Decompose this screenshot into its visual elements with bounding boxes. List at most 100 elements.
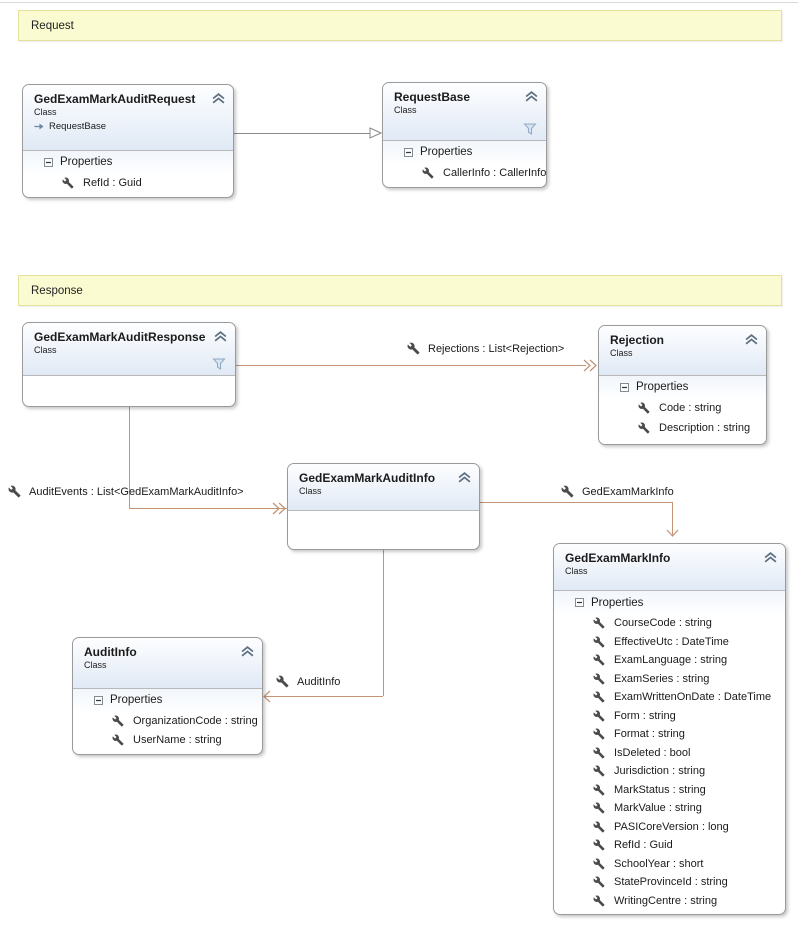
wrench-icon	[422, 167, 434, 179]
class-stereotype: Class	[394, 105, 417, 115]
property-row[interactable]: UserName : string	[73, 730, 262, 749]
class-box-rejection[interactable]: Rejection Class Properties Code : string…	[598, 325, 767, 445]
wrench-icon	[593, 802, 605, 814]
wrench-icon	[593, 821, 605, 833]
wrench-icon	[593, 784, 605, 796]
class-box-auditinfo[interactable]: AuditInfo Class Properties OrganizationC…	[72, 637, 263, 755]
association-line-auditinfo-h[interactable]	[265, 696, 383, 697]
property-row[interactable]: PASICoreVersion : long	[554, 818, 785, 837]
expander-minus-icon[interactable]	[94, 696, 103, 705]
comment-band-response[interactable]: Response	[18, 275, 782, 306]
association-label-auditevents[interactable]: AuditEvents : List<GedExamMarkAuditInfo>	[8, 485, 244, 498]
collapse-chevron-icon[interactable]	[212, 93, 225, 104]
class-stereotype: Class	[84, 660, 107, 670]
wrench-icon	[593, 654, 605, 666]
wrench-icon	[407, 342, 420, 355]
association-label-auditinfo[interactable]: AuditInfo	[276, 675, 340, 688]
property-row[interactable]: WritingCentre : string	[554, 892, 785, 911]
filter-icon[interactable]	[212, 358, 226, 370]
collapse-chevron-icon[interactable]	[241, 646, 254, 657]
collapse-chevron-icon[interactable]	[745, 334, 758, 345]
collapse-chevron-icon[interactable]	[214, 331, 227, 342]
inheritance-line[interactable]	[234, 133, 370, 134]
association-line-auditevents-h[interactable]	[129, 508, 287, 509]
property-row[interactable]: Description : string	[599, 418, 766, 438]
wrench-icon	[112, 734, 124, 746]
collapse-chevron-icon[interactable]	[525, 91, 538, 102]
property-row[interactable]: OrganizationCode : string	[73, 711, 262, 730]
properties-section-header[interactable]: Properties	[73, 689, 262, 711]
association-line-rejections[interactable]	[236, 365, 586, 366]
class-box-gedexammarkauditinfo[interactable]: GedExamMarkAuditInfo Class	[287, 463, 480, 550]
class-box-gedexammarkinfo[interactable]: GedExamMarkInfo Class Properties CourseC…	[553, 543, 786, 915]
wrench-icon	[593, 895, 605, 907]
wrench-icon	[638, 402, 650, 414]
wrench-icon	[8, 485, 21, 498]
association-line-auditevents-v[interactable]	[129, 407, 130, 508]
inherits-arrow-icon	[34, 122, 44, 131]
expander-minus-icon[interactable]	[575, 598, 584, 607]
class-header: GedExamMarkAuditRequest Class RequestBas…	[23, 85, 233, 151]
filter-icon[interactable]	[523, 123, 537, 135]
association-label-markinfo[interactable]: GedExamMarkInfo	[561, 485, 674, 498]
property-row[interactable]: Code : string	[599, 398, 766, 418]
property-row[interactable]: ExamLanguage : string	[554, 651, 785, 670]
association-label-rejections[interactable]: Rejections : List<Rejection>	[407, 342, 564, 355]
property-row[interactable]: MarkStatus : string	[554, 781, 785, 800]
property-row[interactable]: CallerInfo : CallerInfo	[383, 163, 546, 183]
association-line-markinfo-h[interactable]	[480, 502, 672, 503]
properties-section-header[interactable]: Properties	[383, 141, 546, 163]
class-box-gedexammarkauditrequest[interactable]: GedExamMarkAuditRequest Class RequestBas…	[22, 84, 234, 198]
class-empty-body	[288, 511, 479, 549]
association-line-markinfo-v[interactable]	[672, 502, 673, 535]
property-row[interactable]: RefId : Guid	[554, 836, 785, 855]
property-row[interactable]: ExamWrittenOnDate : DateTime	[554, 688, 785, 707]
property-row[interactable]: Jurisdiction : string	[554, 762, 785, 781]
association-line-auditinfo-v[interactable]	[383, 550, 384, 696]
properties-section-header[interactable]: Properties	[599, 376, 766, 398]
wrench-icon	[593, 858, 605, 870]
expander-minus-icon[interactable]	[44, 158, 53, 167]
wrench-icon	[593, 673, 605, 685]
property-row[interactable]: StateProvinceId : string	[554, 873, 785, 892]
properties-section-header[interactable]: Properties	[23, 151, 233, 173]
wrench-icon	[593, 765, 605, 777]
class-stereotype: Class	[610, 348, 633, 358]
wrench-icon	[276, 675, 289, 688]
class-stereotype: Class	[34, 345, 57, 355]
property-row[interactable]: CourseCode : string	[554, 614, 785, 633]
collapse-chevron-icon[interactable]	[458, 472, 471, 483]
expander-minus-icon[interactable]	[620, 383, 629, 392]
property-row[interactable]: Form : string	[554, 707, 785, 726]
property-row[interactable]: SchoolYear : short	[554, 855, 785, 874]
class-stereotype: Class	[34, 107, 57, 117]
class-name: GedExamMarkAuditResponse	[34, 330, 206, 344]
properties-section-header[interactable]: Properties	[554, 591, 785, 614]
wrench-icon	[112, 715, 124, 727]
class-name: GedExamMarkAuditInfo	[299, 471, 436, 485]
class-box-gedexammarkauditresponse[interactable]: GedExamMarkAuditResponse Class	[22, 322, 236, 407]
collapse-chevron-icon[interactable]	[764, 552, 777, 563]
property-row[interactable]: EffectiveUtc : DateTime	[554, 633, 785, 652]
collection-arrowhead-icon	[583, 359, 598, 372]
property-row[interactable]: Format : string	[554, 725, 785, 744]
class-box-requestbase[interactable]: RequestBase Class Properties CallerInfo …	[382, 82, 547, 188]
comment-band-request[interactable]: Request	[18, 10, 782, 41]
class-name: AuditInfo	[84, 645, 137, 659]
property-row[interactable]: RefId : Guid	[23, 173, 233, 193]
top-border-line	[0, 2, 798, 3]
arrowhead-down-icon	[666, 529, 679, 537]
comment-band-request-label: Request	[31, 19, 74, 32]
property-row[interactable]: MarkValue : string	[554, 799, 785, 818]
class-name: RequestBase	[394, 90, 471, 104]
wrench-icon	[62, 177, 74, 189]
wrench-icon	[593, 691, 605, 703]
expander-minus-icon[interactable]	[404, 148, 413, 157]
property-row[interactable]: IsDeleted : bool	[554, 744, 785, 763]
class-header: Rejection Class	[599, 326, 766, 376]
property-row[interactable]: ExamSeries : string	[554, 670, 785, 689]
class-header: GedExamMarkAuditInfo Class	[288, 464, 479, 511]
inheritance-arrowhead-icon	[369, 127, 382, 139]
wrench-icon	[593, 876, 605, 888]
class-stereotype: Class	[565, 566, 588, 576]
